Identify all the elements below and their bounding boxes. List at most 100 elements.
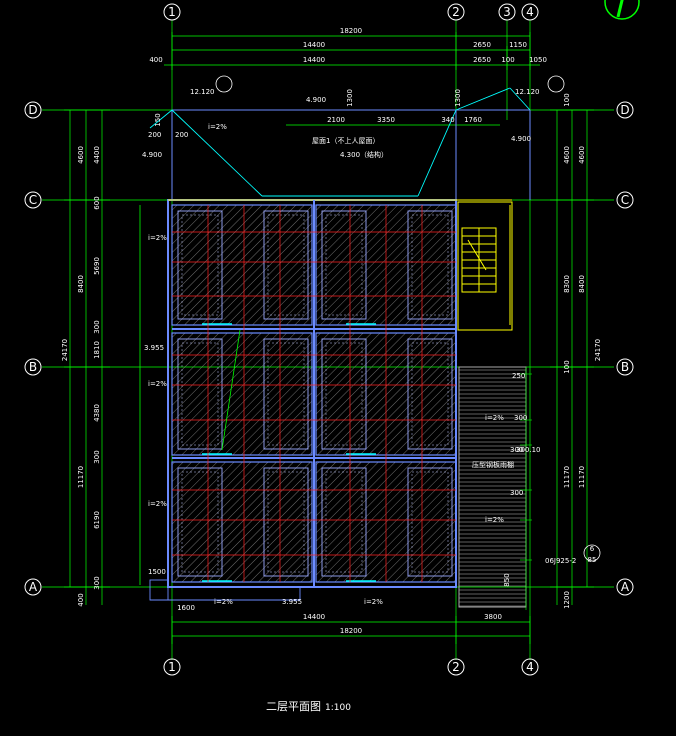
skylight-inner — [325, 471, 363, 573]
elev-12120-right: 12.120 — [515, 88, 540, 96]
red-grid — [172, 205, 456, 582]
roof-ridge-lines — [149, 109, 457, 197]
slope-2: i=2% — [148, 234, 167, 242]
dim-tag-300-10: 300.10 — [516, 446, 541, 454]
roof-label: 屋面1（不上人屋面） — [312, 136, 379, 145]
drawing-title: 二层平面图 1:100 — [266, 698, 351, 714]
dim-inner-340: 340 — [441, 116, 454, 124]
dim-left-inner-4380: 4380 — [93, 404, 101, 422]
ref-num: 6 — [590, 545, 595, 553]
axis-left-a: A — [29, 580, 38, 594]
canopy-area — [458, 366, 527, 608]
dim-left-inner-300a: 300 — [93, 320, 101, 333]
dim-left-inner-300b: 300 — [93, 450, 101, 463]
axis-top-3: 3 — [503, 5, 511, 19]
bottom-dimension-lines — [171, 616, 531, 644]
skylight-frame — [177, 210, 223, 320]
skylight-frame — [263, 467, 309, 577]
dim-left-small-150: 150 — [154, 113, 162, 126]
dim-right-total: 24170 — [594, 339, 602, 361]
skylight-inner — [181, 214, 219, 316]
axis-left-d: D — [28, 103, 37, 117]
dim-ramp-300c: 300 — [514, 414, 527, 422]
axis-bubbles — [24, 3, 634, 676]
dim-ramp-850: 850 — [503, 573, 511, 586]
dim-right-inner-4600: 4600 — [563, 146, 571, 164]
dim-top-1150: 1150 — [509, 41, 527, 49]
dim-bottom-3800: 3800 — [484, 613, 502, 621]
dim-right-1200: 1200 — [563, 591, 571, 609]
elev-4900-right: 4.900 — [511, 135, 531, 143]
dim-left-inner-6190: 6190 — [93, 511, 101, 529]
skylight-inner — [411, 471, 449, 573]
drawing-title-text: 二层平面图 — [266, 700, 321, 713]
dim-bottom-1600: 1600 — [177, 604, 195, 612]
axis-left-b: B — [29, 360, 37, 374]
axis-left-c: C — [29, 193, 37, 207]
detail-ref-icon — [583, 544, 601, 562]
drainage-lines — [139, 205, 241, 585]
axis-right-b: B — [621, 360, 629, 374]
skylight-inner — [325, 214, 363, 316]
skylight-inner — [267, 471, 305, 573]
dim-top2-1050: 1050 — [529, 56, 547, 64]
dim-left-400: 400 — [77, 593, 85, 606]
dim-top2-100: 100 — [501, 56, 514, 64]
skylight-inner — [411, 342, 449, 446]
elev-12120-left: 12.120 — [190, 88, 215, 96]
small-dim-1300a: 1300 — [346, 89, 354, 107]
axis-top-1: 1 — [168, 5, 176, 19]
dim-inner-2100: 2100 — [327, 116, 345, 124]
slope-7: i=2% — [214, 598, 233, 606]
dim-ramp-250: 250 — [512, 372, 525, 380]
slope-1: i=2% — [208, 123, 227, 131]
skylight-inner — [267, 214, 305, 316]
axis-bottom-1: 1 — [168, 660, 176, 674]
right-dimension-lines — [550, 109, 594, 605]
dim-left-inner-1810: 1810 — [93, 341, 101, 359]
slope-5: i=2% — [485, 414, 504, 422]
dim-right-inner-11170: 11170 — [563, 466, 571, 488]
slope-3: i=2% — [148, 380, 167, 388]
axis-top-2: 2 — [452, 5, 460, 19]
skylight-frame — [321, 210, 367, 320]
small-dim-1500: 1500 — [148, 568, 166, 576]
dim-top-2650: 2650 — [473, 41, 491, 49]
dim-inner-3350: 3350 — [377, 116, 395, 124]
skylight-inner — [181, 342, 219, 446]
slope-4: i=2% — [148, 500, 167, 508]
top-dimension-lines — [164, 32, 540, 126]
dim-top-total: 18200 — [340, 27, 362, 35]
room-label: 压型钢板雨棚 — [472, 460, 514, 469]
elev-4900-center: 4.900 — [306, 96, 326, 104]
dim-top-14400: 14400 — [303, 41, 325, 49]
skylight-frame — [407, 338, 453, 450]
entry-step — [149, 579, 301, 601]
dim-top2-14400: 14400 — [303, 56, 325, 64]
dim-left-inner-300c: 300 — [93, 576, 101, 589]
north-arrow-icon — [604, 0, 640, 20]
slope-8: i=2% — [364, 598, 383, 606]
detail-bubble-icons — [215, 75, 565, 93]
drawing-scale: 1:100 — [325, 703, 351, 713]
dim-left-inner-600: 600 — [93, 196, 101, 209]
axis-right-c: C — [621, 193, 629, 207]
skylight-frame — [263, 210, 309, 320]
dim-right-inner-100: 100 — [563, 360, 571, 373]
skylight-frame — [321, 467, 367, 577]
dim-bottom-total: 18200 — [340, 627, 362, 635]
elev-4300: 4.300（结构） — [340, 150, 388, 159]
dim-right-small-100: 100 — [563, 93, 571, 106]
ref-sheet: 85 — [588, 556, 597, 564]
small-dim-1300b: 1300 — [454, 89, 462, 107]
axis-bottom-4: 4 — [526, 660, 534, 674]
dim-right-inner-8300: 8300 — [563, 275, 571, 293]
dim-ramp-300a: 300 — [510, 446, 523, 454]
skylight-inner — [325, 342, 363, 446]
skylight-inner — [181, 471, 219, 573]
dim-left-small-200a: 200 — [148, 131, 161, 139]
dim-left-8400: 8400 — [77, 275, 85, 293]
skylight-frame — [407, 467, 453, 577]
skylight-frame — [177, 467, 223, 577]
dim-left-total: 24170 — [61, 339, 69, 361]
